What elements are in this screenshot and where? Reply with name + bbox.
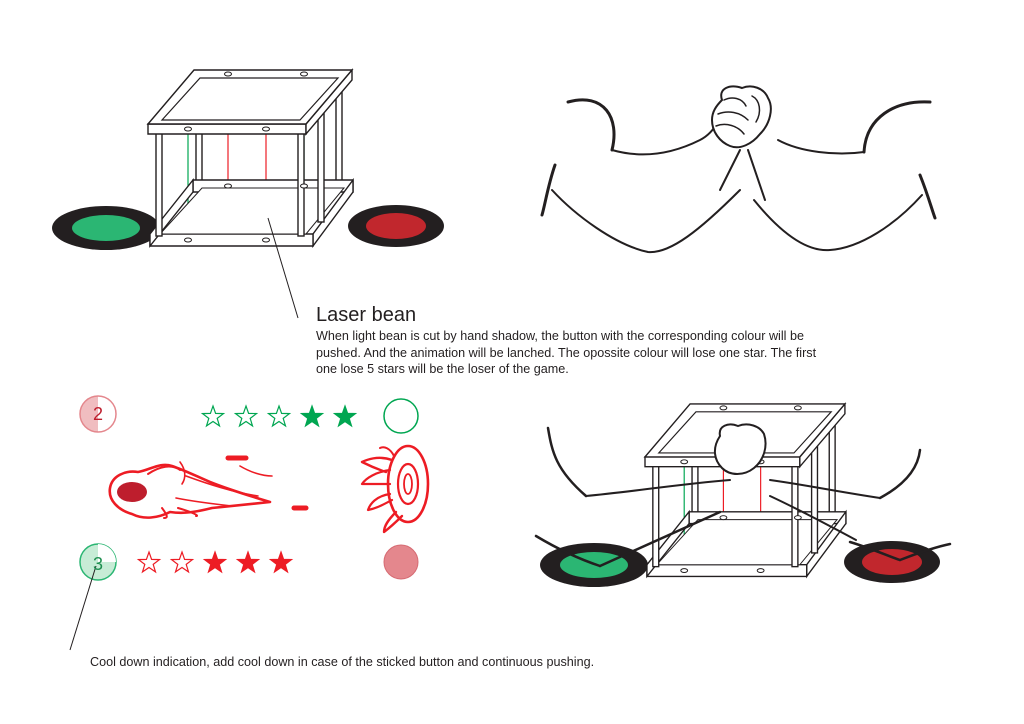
cooldown-callout-line	[69, 565, 97, 651]
star-empty-icon	[170, 551, 194, 573]
impact-animation	[360, 444, 430, 534]
laser-cube	[147, 67, 354, 247]
top-star-row	[201, 405, 357, 427]
star-filled-icon	[203, 551, 227, 573]
star-filled-icon	[269, 551, 293, 573]
laser-title: Laser bean	[316, 304, 417, 326]
red-button-pad	[348, 205, 444, 247]
top-player-button-indicator	[383, 398, 419, 434]
laser-description: When light bean is cut by hand shadow, t…	[316, 329, 817, 376]
star-filled-icon	[333, 405, 357, 427]
cooldown-description: Cool down indication, add cool down in c…	[90, 655, 595, 669]
cooldown-number-bottom: 3	[92, 554, 103, 574]
star-filled-icon	[300, 405, 324, 427]
star-empty-icon	[267, 405, 291, 427]
star-empty-icon	[234, 405, 258, 427]
bottom-player-button-indicator	[383, 544, 419, 580]
green-button-pad	[52, 206, 160, 250]
arm-wrestling-illustration	[540, 84, 937, 254]
fireball-animation	[110, 458, 306, 518]
laser-callout-line	[267, 217, 299, 319]
cooldown-indicator-bottom	[79, 543, 117, 581]
combined-scene	[534, 401, 952, 587]
star-empty-icon	[201, 405, 225, 427]
cooldown-indicator-top	[79, 395, 117, 433]
star-empty-icon	[137, 551, 161, 573]
cooldown-number-top: 2	[92, 404, 103, 424]
star-filled-icon	[236, 551, 260, 573]
bottom-star-row	[137, 551, 293, 573]
